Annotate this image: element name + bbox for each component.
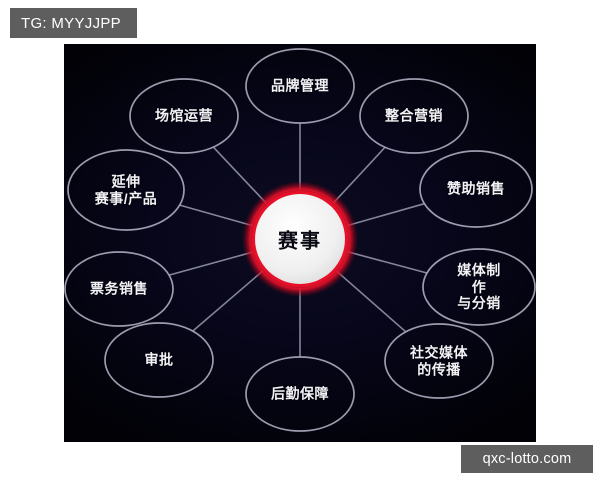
node-ellipse-extended-events[interactable] (67, 149, 185, 231)
connector-line-ticket-sales (168, 251, 253, 276)
watermark-bottom-right: qxc-lotto.com (461, 445, 593, 473)
node-ellipse-approval[interactable] (104, 322, 214, 398)
center-node-ring (251, 190, 349, 288)
radial-diagram-panel: 品牌管理场馆运营整合营销延伸赛事/产品赞助销售票务销售媒体制作与分销审批社交媒体… (64, 44, 536, 442)
node-ellipse-logistics-support[interactable] (245, 356, 355, 432)
connector-line-venue-operations (212, 146, 267, 204)
connector-line-integrated-marketing (332, 146, 386, 204)
node-ellipse-sponsorship-sales[interactable] (419, 150, 533, 228)
node-ellipse-venue-operations[interactable] (129, 78, 239, 154)
connector-line-social-media-spread (336, 270, 407, 333)
node-ellipse-integrated-marketing[interactable] (359, 78, 469, 154)
center-node-disc (255, 194, 345, 284)
watermark-bottom-right-text: qxc-lotto.com (482, 451, 572, 467)
node-ellipse-social-media-spread[interactable] (384, 323, 494, 399)
connector-line-media-distribution (347, 250, 428, 274)
node-ellipse-brand-management[interactable] (245, 48, 355, 124)
connector-line-approval (192, 270, 264, 332)
node-ellipses-group (64, 48, 536, 432)
connector-line-extended-events (179, 204, 254, 227)
connector-line-sponsorship-sales (346, 202, 425, 227)
connector-lines-group (168, 123, 428, 357)
watermark-top-left: TG: MYYJJPP (10, 8, 137, 38)
node-ellipse-ticket-sales[interactable] (64, 251, 174, 327)
radial-diagram-svg (64, 48, 536, 432)
node-ellipse-media-distribution[interactable] (422, 248, 536, 326)
watermark-top-left-text: TG: MYYJJPP (21, 14, 121, 32)
center-node[interactable] (242, 181, 358, 297)
